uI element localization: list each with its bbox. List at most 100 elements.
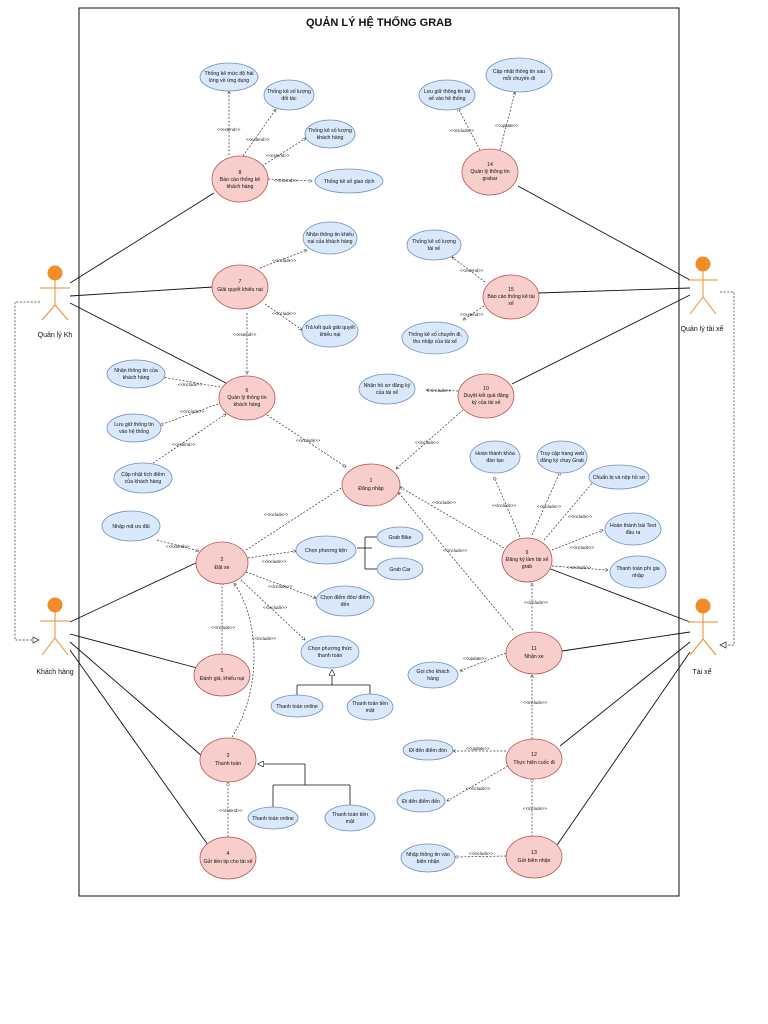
actor-admin[interactable]	[40, 265, 70, 321]
association-line	[69, 561, 199, 623]
actor-driver[interactable]	[688, 598, 718, 656]
usecase-label: Đi đến điểm đến	[402, 798, 440, 805]
relation-line	[259, 250, 307, 269]
relation-label: <<include>>	[443, 548, 468, 553]
sub-usecase-2e[interactable]	[270, 694, 324, 718]
sub-usecase-8c[interactable]	[304, 119, 356, 149]
sub-usecase-3a[interactable]	[247, 806, 299, 830]
usecase-13[interactable]	[505, 835, 563, 879]
sub-usecase-10a[interactable]	[358, 373, 416, 405]
relation-line	[261, 138, 306, 167]
usecase-15[interactable]	[482, 274, 540, 320]
relation-label: <<include>>	[264, 512, 289, 517]
association-line	[517, 185, 691, 281]
sub-usecase-9a[interactable]	[469, 440, 521, 474]
relation-label: <<extend>>	[246, 137, 270, 142]
sub-usecase-6b[interactable]	[106, 413, 162, 443]
sub-usecase-9c[interactable]	[588, 464, 650, 490]
usecase-4[interactable]	[199, 836, 257, 880]
sub-usecase-15a[interactable]	[406, 229, 462, 261]
usecase-11[interactable]	[505, 631, 563, 675]
usecase-9[interactable]	[501, 537, 553, 583]
relation-line	[41, 637, 56, 656]
sub-usecase-3b[interactable]	[324, 804, 376, 832]
sub-usecase-15b[interactable]	[401, 321, 469, 355]
association-line	[69, 302, 227, 384]
usecase-8[interactable]	[211, 155, 269, 203]
usecase-label: Thống kê số chuyến đi,thu nhập của tài x…	[408, 332, 462, 345]
sub-usecase-13a[interactable]	[400, 843, 456, 873]
sub-usecase-14b[interactable]	[485, 57, 553, 93]
usecase-label: Chọn phương tiện	[305, 548, 347, 554]
association-line	[69, 633, 198, 669]
relation-line	[263, 412, 346, 467]
usecase-label: Thống kê số giao dịch	[324, 179, 375, 185]
relation-line	[551, 530, 603, 551]
relation-line	[447, 765, 509, 801]
actor-driver-manager[interactable]	[688, 256, 718, 315]
sub-usecase-9b[interactable]	[536, 440, 588, 474]
sub-usecase-2c[interactable]	[315, 585, 375, 617]
sub-usecase-2d[interactable]	[300, 635, 360, 669]
relation-label: <<include>>	[180, 409, 205, 414]
sub-usecase-car[interactable]	[376, 557, 424, 581]
sub-usecase-12b[interactable]	[396, 789, 446, 813]
sub-usecase-2b[interactable]	[295, 535, 357, 565]
relation-label: <<include>>	[567, 565, 592, 570]
relation-label: <<include>>	[262, 559, 287, 564]
sub-usecase-11a[interactable]	[407, 661, 459, 689]
sub-usecase-bike[interactable]	[376, 526, 424, 548]
usecase-3[interactable]	[199, 737, 257, 783]
sub-usecase-9d[interactable]	[604, 512, 662, 546]
sub-usecase-9e[interactable]	[609, 555, 667, 589]
association-line	[554, 651, 691, 849]
usecase-7[interactable]	[211, 264, 269, 310]
usecase-6[interactable]	[218, 375, 276, 421]
relation-label: <<extend>>	[166, 544, 190, 549]
relation-label: <<include>>	[523, 700, 548, 705]
sub-usecase-8b[interactable]	[263, 79, 315, 111]
usecase-14[interactable]	[461, 148, 519, 196]
sub-usecase-8a[interactable]	[199, 62, 259, 92]
sub-usecase-2a[interactable]	[101, 510, 161, 542]
sub-usecase-6a[interactable]	[106, 359, 166, 389]
sub-usecase-14a[interactable]	[418, 79, 476, 111]
usecase-1[interactable]	[341, 463, 401, 507]
association-line	[559, 641, 691, 747]
sub-usecase-2f[interactable]	[346, 693, 394, 721]
association-line	[511, 294, 691, 385]
usecase-5[interactable]	[193, 653, 251, 697]
actor-customer[interactable]	[40, 597, 70, 656]
relation-line	[160, 403, 219, 425]
usecase-label: Đi đến điểm đón	[409, 747, 447, 754]
actor-customer-name: Khách hàng	[36, 669, 73, 676]
relation-label: <<include>>	[427, 388, 452, 393]
sub-usecase-12a[interactable]	[402, 739, 454, 761]
usecase-12[interactable]	[505, 738, 563, 780]
sub-usecase-6c[interactable]	[113, 462, 173, 494]
relation-line	[245, 485, 346, 551]
sub-usecase-8d[interactable]	[314, 168, 384, 194]
usecase-label: Grab Car	[389, 567, 411, 573]
usecase-2[interactable]	[195, 541, 249, 585]
usecase-10[interactable]	[457, 373, 515, 419]
relation-label: <<include>>	[263, 605, 288, 610]
sub-usecase-7a[interactable]	[302, 221, 358, 255]
sub-usecase-7b[interactable]	[301, 314, 359, 348]
